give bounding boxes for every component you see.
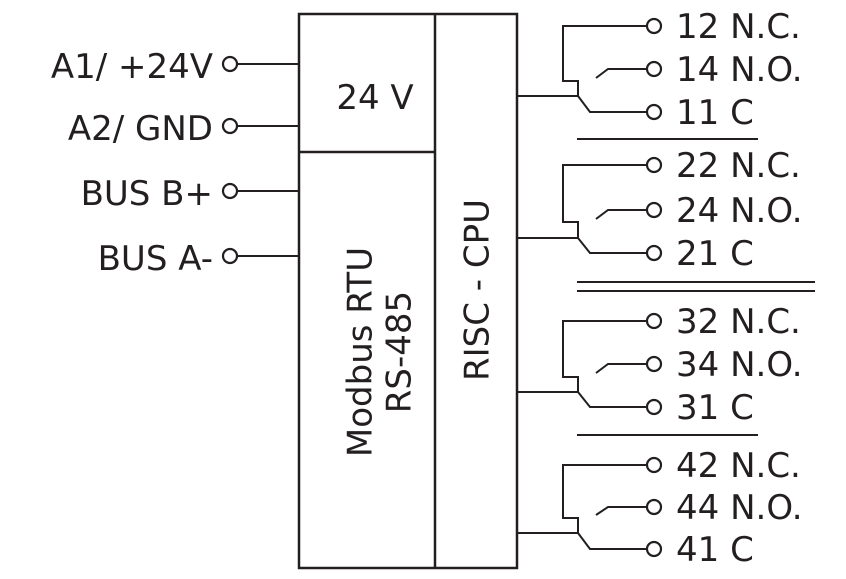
terminal-circle-icon	[645, 312, 663, 330]
relay-group-4: 42 N.C. 44 N.O. 41 C	[517, 446, 803, 570]
terminal-circle-icon	[645, 398, 663, 416]
modbus-block-label: Modbus RTU RS-485	[341, 247, 420, 457]
input-label-bus-a: BUS A-	[98, 239, 213, 279]
relay-group-1: 12 N.C. 14 N.O. 11 C	[517, 7, 803, 133]
input-label-a2: A2/ GND	[68, 109, 213, 149]
input-terminal-a1: A1/ +24V	[51, 47, 299, 87]
input-label-a1: A1/ +24V	[51, 47, 213, 87]
terminal-circle-icon	[645, 244, 663, 262]
relay-1-c-label: 11 C	[676, 93, 754, 133]
cpu-label: RISC - CPU	[458, 199, 498, 381]
input-terminal-a2: A2/ GND	[68, 109, 299, 149]
terminal-circle-icon	[221, 55, 239, 73]
relay-group-3: 32 N.C. 34 N.O. 31 C	[517, 302, 803, 428]
relay-4-no-label: 44 N.O.	[676, 488, 803, 528]
terminal-circle-icon	[221, 182, 239, 200]
input-label-bus-b: BUS B+	[81, 174, 213, 214]
terminal-circle-icon	[221, 117, 239, 135]
power-supply-label: 24 V	[336, 78, 413, 118]
terminal-circle-icon	[645, 355, 663, 373]
terminal-circle-icon	[645, 156, 663, 174]
modbus-rtu-label: Modbus RTU	[341, 247, 381, 457]
terminal-circle-icon	[645, 498, 663, 516]
terminal-circle-icon	[645, 60, 663, 78]
relay-3-no-label: 34 N.O.	[676, 345, 803, 385]
input-terminal-bus-b: BUS B+	[81, 174, 299, 214]
input-terminal-bus-a: BUS A-	[98, 239, 299, 279]
relay-1-nc-label: 12 N.C.	[676, 7, 801, 47]
relay-group-2: 22 N.C. 24 N.O. 21 C	[517, 146, 803, 274]
terminal-circle-icon	[645, 456, 663, 474]
relay-4-nc-label: 42 N.C.	[676, 446, 801, 486]
relay-2-c-label: 21 C	[676, 234, 754, 274]
terminal-circle-icon	[645, 540, 663, 558]
terminal-circle-icon	[221, 247, 239, 265]
relay-4-c-label: 41 C	[676, 530, 754, 570]
rs485-label: RS-485	[380, 291, 420, 413]
relay-3-nc-label: 32 N.C.	[676, 302, 801, 342]
module-block	[297, 12, 519, 570]
terminal-circle-icon	[645, 103, 663, 121]
relay-3-c-label: 31 C	[676, 388, 754, 428]
terminal-circle-icon	[645, 17, 663, 35]
double-separator	[577, 281, 815, 292]
relay-2-nc-label: 22 N.C.	[676, 146, 801, 186]
terminal-circle-icon	[645, 201, 663, 219]
relay-2-no-label: 24 N.O.	[676, 191, 803, 231]
relay-1-no-label: 14 N.O.	[676, 50, 803, 90]
